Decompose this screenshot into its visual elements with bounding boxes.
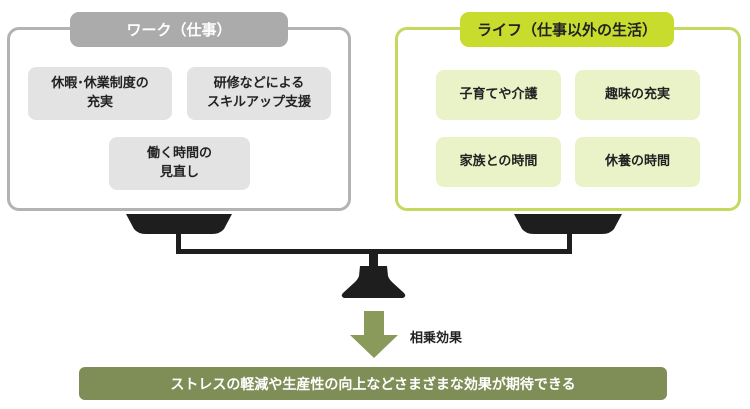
synergy-label: 相乗効果 bbox=[410, 331, 463, 346]
left-pan-hanger bbox=[176, 234, 181, 253]
work-item-working-hours: 働く時間の 見直し bbox=[109, 137, 250, 190]
scale-post bbox=[369, 254, 378, 268]
scale-fulcrum bbox=[341, 266, 406, 298]
work-item-leave-system: 休暇･休業制度の 充実 bbox=[28, 67, 172, 120]
life-item-rest-time: 休養の時間 bbox=[575, 137, 700, 187]
result-banner: ストレスの軽減や生産性の向上などさまざまな効果が期待できる bbox=[79, 367, 667, 400]
life-item-childcare-nursing: 子育てや介護 bbox=[436, 70, 561, 120]
life-item-hobbies: 趣味の充実 bbox=[575, 70, 700, 120]
right-scale-pan bbox=[514, 214, 622, 234]
scale-beam bbox=[176, 249, 572, 254]
life-panel-title: ライフ（仕事以外の生活） bbox=[460, 12, 674, 47]
right-pan-hanger bbox=[567, 234, 572, 253]
left-scale-pan bbox=[126, 214, 232, 234]
synergy-arrow bbox=[350, 311, 398, 358]
life-item-family-time: 家族との時間 bbox=[436, 137, 561, 187]
work-panel-title: ワーク（仕事） bbox=[70, 12, 288, 47]
work-item-skill-support: 研修などによる スキルアップ支援 bbox=[187, 67, 331, 120]
